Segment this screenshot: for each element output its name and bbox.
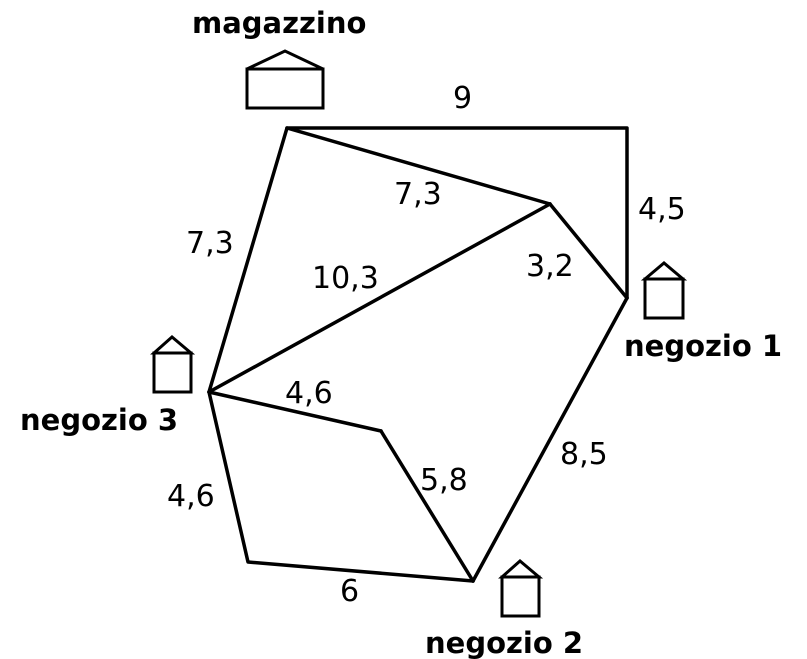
edge-shop3-to-inner [207, 390, 383, 433]
label-shop2: negozio 2 [425, 626, 583, 659]
weight-shop1-vertical: 4,5 [638, 192, 686, 227]
weight-warehouse-shop1-top: 9 [453, 81, 472, 116]
weight-warehouse-middle: 7,3 [394, 177, 442, 212]
weight-shop3-middle: 10,3 [312, 261, 379, 296]
weight-lower-shop2: 6 [340, 574, 359, 609]
weight-shop1-shop2: 8,5 [560, 437, 608, 472]
label-warehouse: magazzino [192, 6, 366, 40]
edge-warehouse-to-shop1-top [285, 126, 629, 300]
label-shop3: negozio 3 [20, 403, 178, 437]
edge-inner-to-shop2 [379, 429, 475, 583]
weight-shop3-inner: 4,6 [285, 376, 333, 411]
weight-warehouse-shop3: 7,3 [186, 226, 234, 261]
edge-warehouse-to-shop3 [207, 126, 289, 394]
warehouse-icon [245, 49, 325, 110]
shop1-icon [640, 261, 688, 320]
weight-inner-shop2: 5,8 [420, 463, 468, 498]
weight-shop3-lower: 4,6 [167, 479, 215, 514]
edge-shop1-to-shop2 [471, 296, 629, 583]
edges [207, 126, 629, 583]
shop3-icon [150, 335, 196, 394]
edge-shop3-to-middle [207, 202, 552, 394]
edge-middle-to-shop1 [548, 202, 629, 300]
shop2-icon [498, 559, 544, 618]
edge-shop3-lower-to-shop2 [207, 390, 475, 583]
edge-warehouse-to-middle [285, 126, 552, 206]
label-shop1: negozio 1 [624, 329, 782, 363]
weight-middle-shop1: 3,2 [526, 249, 574, 284]
